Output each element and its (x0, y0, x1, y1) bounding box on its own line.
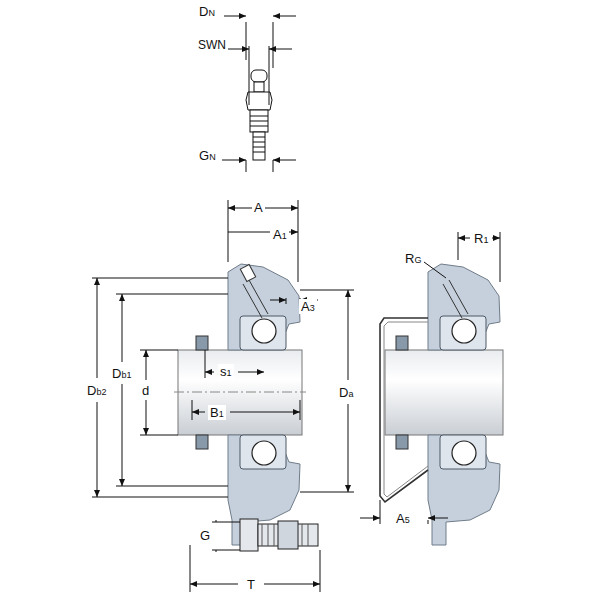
dimension-label: RG (403, 251, 423, 266)
dimension-label: d (140, 383, 151, 398)
dimension-label: DN (197, 4, 217, 19)
dimension-label: Db1 (110, 366, 133, 381)
dimension-label: T (245, 577, 257, 592)
dimension-label: A1 (271, 227, 289, 242)
dimension-label: R1 (472, 231, 490, 246)
dimension-label: Da (337, 385, 355, 400)
dimension-label: s1 (218, 364, 234, 379)
dimension-label: A5 (394, 511, 412, 526)
dimension-label: G (198, 528, 212, 543)
dimension-label: SWN (196, 38, 228, 52)
dimension-label: A3 (299, 299, 317, 314)
dimension-label: B1 (208, 405, 226, 420)
dimension-label: GN (197, 148, 218, 163)
dimension-label: Db2 (85, 383, 108, 398)
dimension-label: A (252, 200, 265, 215)
